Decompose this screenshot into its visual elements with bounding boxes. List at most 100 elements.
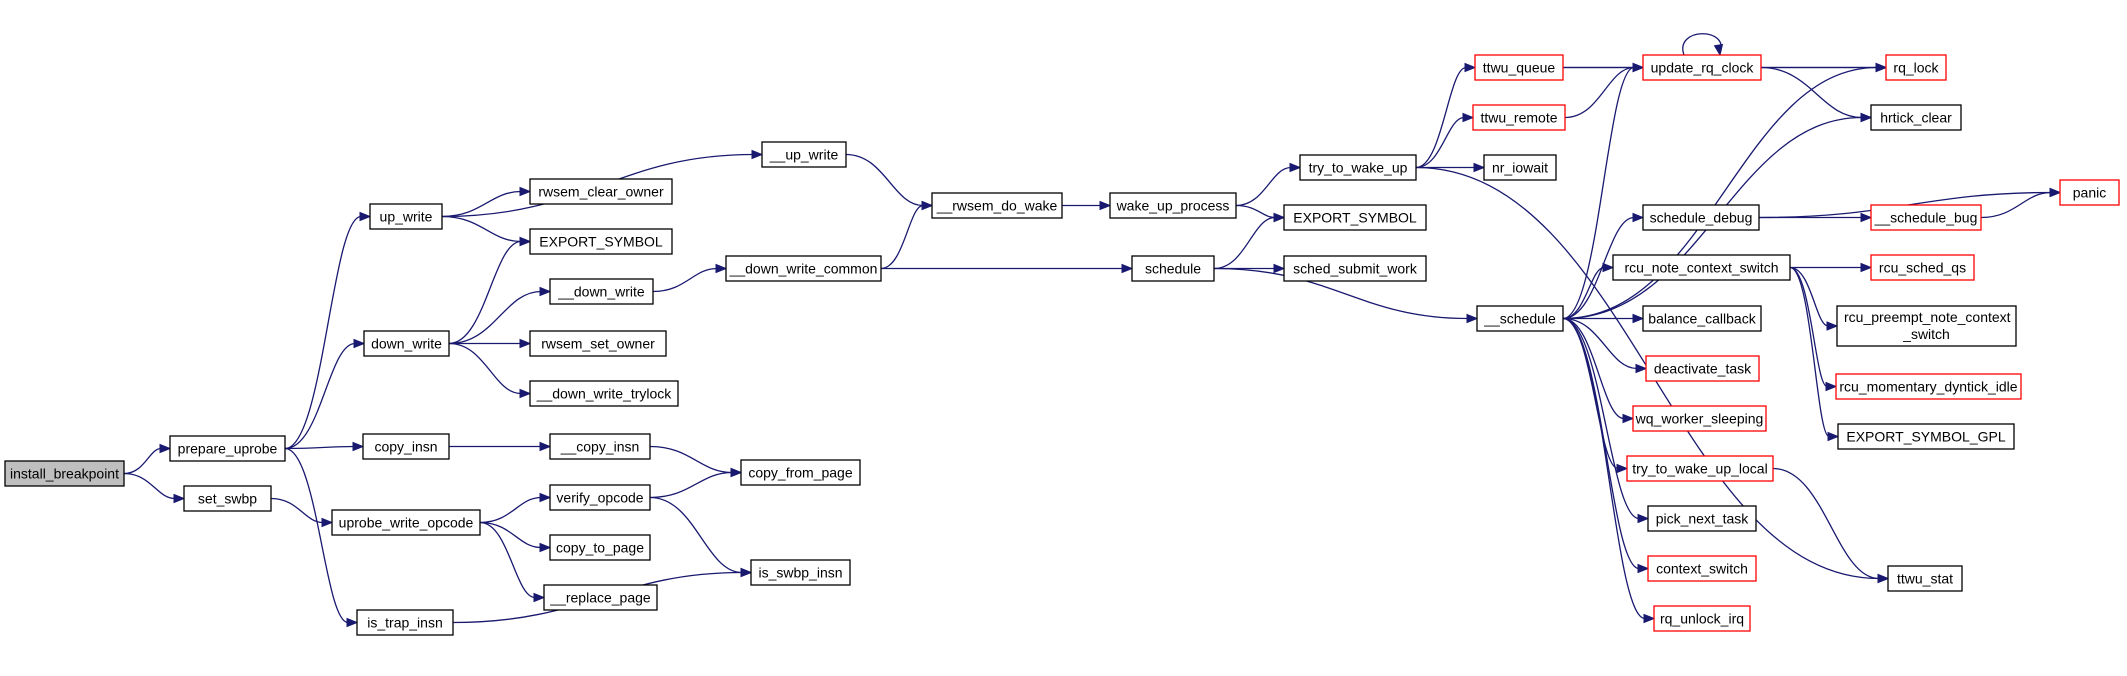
- node-rcu-momentary-dyntick-idle[interactable]: rcu_momentary_dyntick_idle: [1835, 373, 2022, 400]
- node-down-write-common[interactable]: __down_write_common: [725, 255, 882, 282]
- node-box: [356, 609, 454, 636]
- node-label: up_write: [380, 209, 433, 225]
- node-box: [1632, 405, 1767, 432]
- edge-copy-insn-to-copy-from-page: [649, 445, 743, 478]
- edge-schedule-to-rq-lock: [1562, 62, 1888, 320]
- node-rcu-sched-qs[interactable]: rcu_sched_qs: [1870, 254, 1975, 281]
- node-copy-from-page[interactable]: copy_from_page: [740, 459, 861, 486]
- edge-prepare-uprobe-to-is-trap-insn: [284, 447, 359, 628]
- node-rwsem-clear-owner[interactable]: rwsem_clear_owner: [529, 178, 673, 205]
- node-up-write[interactable]: up_write: [369, 203, 443, 230]
- edge-schedule-to-balance-callback: [1563, 313, 1645, 324]
- node-down-write-trylock[interactable]: __down_write_trylock: [529, 380, 679, 407]
- node-box: [529, 178, 673, 205]
- node-copy-to-page[interactable]: copy_to_page: [549, 534, 651, 561]
- node-box: [1870, 104, 1962, 131]
- node-try-to-wake-up[interactable]: try_to_wake_up: [1299, 154, 1417, 181]
- node-box: [1870, 204, 1982, 231]
- node-label: install_breakpoint: [10, 466, 119, 482]
- node-rcu-preempt-note-context-switch[interactable]: rcu_preempt_note_context_switch: [1836, 305, 2017, 347]
- node-label: EXPORT_SYMBOL_GPL: [1846, 429, 2005, 445]
- node-panic[interactable]: panic: [2059, 179, 2120, 206]
- node-is-swbp-insn[interactable]: is_swbp_insn: [750, 559, 851, 586]
- node-box: [2059, 179, 2120, 206]
- node-schedule[interactable]: schedule: [1131, 255, 1215, 282]
- node-export-symbol-1[interactable]: EXPORT_SYMBOL: [529, 228, 673, 255]
- node-rwsem-do-wake[interactable]: __rwsem_do_wake: [931, 192, 1063, 219]
- node-box: [725, 255, 882, 282]
- node-ttwu-stat[interactable]: ttwu_stat: [1887, 565, 1963, 592]
- edge-rcu-note-context-switch-to-export-symbol-gpl: [1789, 266, 1840, 442]
- node-copy-insn[interactable]: copy_insn: [362, 433, 450, 460]
- edge-schedule-bug-to-panic: [1980, 187, 2062, 219]
- edge-try-to-wake-up-to-ttwu-queue: [1415, 62, 1477, 169]
- node-box: [169, 435, 286, 462]
- node-install-breakpoint[interactable]: install_breakpoint: [4, 460, 125, 487]
- node-label: __schedule_bug: [1874, 210, 1978, 226]
- node-box: [1483, 154, 1557, 181]
- node-box: [740, 459, 861, 486]
- node-pick-next-task[interactable]: pick_next_task: [1647, 505, 1757, 532]
- node-export-symbol-2[interactable]: EXPORT_SYMBOL: [1283, 204, 1427, 231]
- node-ttwu-remote[interactable]: ttwu_remote: [1472, 104, 1566, 131]
- node-wq-worker-sleeping[interactable]: wq_worker_sleeping: [1632, 405, 1767, 432]
- node-export-symbol-gpl[interactable]: EXPORT_SYMBOL_GPL: [1837, 423, 2015, 450]
- node-try-to-wake-up-local[interactable]: try_to_wake_up_local: [1626, 455, 1774, 482]
- node-box: [1476, 305, 1564, 332]
- node-rq-unlock-irq[interactable]: rq_unlock_irq: [1653, 605, 1751, 632]
- node-box: [529, 380, 679, 407]
- edge-schedule-to-schedule: [1213, 267, 1479, 324]
- edge-up-write-to-rwsem-do-wake: [845, 153, 934, 211]
- node-box: [761, 141, 847, 168]
- node-ttwu-queue[interactable]: ttwu_queue: [1474, 54, 1564, 81]
- node-box: [1870, 254, 1975, 281]
- node-box: [529, 228, 673, 255]
- node-rwsem-set-owner[interactable]: rwsem_set_owner: [529, 330, 667, 357]
- node-sched-submit-work[interactable]: sched_submit_work: [1283, 255, 1427, 282]
- node-box: [331, 509, 481, 536]
- node-update-rq-clock[interactable]: update_rq_clock: [1642, 54, 1762, 81]
- node-label: is_trap_insn: [367, 615, 443, 631]
- node-wake-up-process[interactable]: wake_up_process: [1109, 192, 1237, 219]
- edge-down-write-to-down-write-common: [652, 263, 728, 293]
- node-down-write[interactable]: __down_write: [549, 278, 654, 305]
- edge-down-write-common-to-rwsem-do-wake: [880, 200, 934, 270]
- node-hrtick-clear[interactable]: hrtick_clear: [1870, 104, 1962, 131]
- edge-down-write-to-rwsem-set-owner: [449, 338, 532, 349]
- node-deactivate-task[interactable]: deactivate_task: [1645, 355, 1760, 382]
- node-is-trap-insn[interactable]: is_trap_insn: [356, 609, 454, 636]
- edge-up-write-to-export-symbol-1: [441, 215, 532, 247]
- node-copy-insn[interactable]: __copy_insn: [549, 433, 651, 460]
- node-balance-callback[interactable]: balance_callback: [1642, 305, 1762, 332]
- node-schedule-bug[interactable]: __schedule_bug: [1870, 204, 1982, 231]
- node-down-write[interactable]: down_write: [363, 330, 450, 357]
- node-uprobe-write-opcode[interactable]: uprobe_write_opcode: [331, 509, 481, 536]
- node-box: [549, 534, 651, 561]
- node-schedule[interactable]: __schedule: [1476, 305, 1564, 332]
- node-label: wake_up_process: [1116, 198, 1230, 214]
- node-prepare-uprobe[interactable]: prepare_uprobe: [169, 435, 286, 462]
- edge-down-write-common-to-schedule: [881, 263, 1134, 274]
- edge-prepare-uprobe-to-down-write: [284, 338, 366, 450]
- node-replace-page[interactable]: __replace_page: [543, 584, 658, 611]
- node-schedule-debug[interactable]: schedule_debug: [1642, 204, 1760, 231]
- node-label: __down_write_common: [729, 261, 878, 277]
- edge-down-write-to-down-write: [448, 286, 552, 345]
- node-label: set_swbp: [198, 491, 257, 507]
- node-rcu-note-context-switch[interactable]: rcu_note_context_switch: [1612, 254, 1791, 281]
- node-nr-iowait[interactable]: nr_iowait: [1483, 154, 1557, 181]
- node-box: [1642, 54, 1762, 81]
- node-up-write[interactable]: __up_write: [761, 141, 847, 168]
- node-label: deactivate_task: [1654, 361, 1752, 377]
- node-label: __down_write: [557, 284, 645, 300]
- edge-set-swbp-to-uprobe-write-opcode: [270, 497, 334, 528]
- node-rq-lock[interactable]: rq_lock: [1885, 54, 1947, 81]
- node-label: schedule_debug: [1650, 210, 1753, 226]
- node-box: [1109, 192, 1237, 219]
- node-label: context_switch: [1656, 561, 1748, 577]
- node-label: EXPORT_SYMBOL: [1293, 210, 1417, 226]
- node-verify-opcode[interactable]: verify_opcode: [549, 484, 651, 511]
- node-context-switch[interactable]: context_switch: [1647, 555, 1757, 582]
- node-label: schedule: [1145, 261, 1201, 277]
- node-set-swbp[interactable]: set_swbp: [183, 485, 272, 512]
